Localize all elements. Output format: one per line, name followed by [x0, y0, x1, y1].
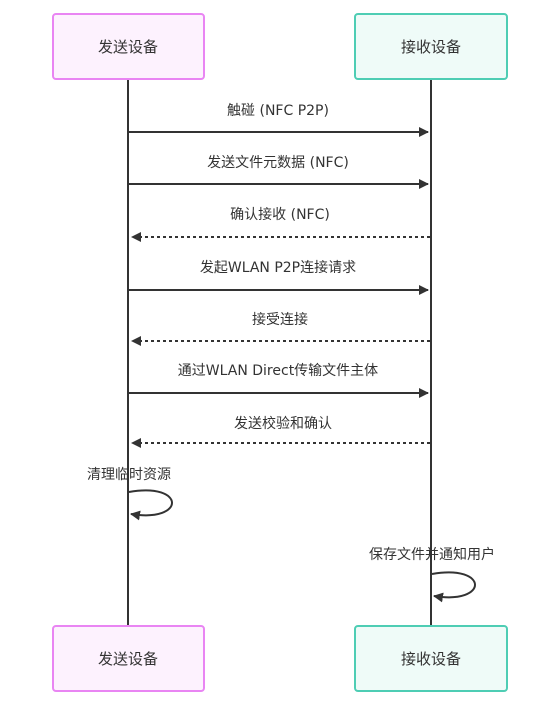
message-label: 确认接收 (NFC)	[230, 206, 330, 223]
self-loop-arrow	[128, 489, 173, 521]
message-label: 发送文件元数据 (NFC)	[207, 155, 349, 171]
message-wlan-request: 发起WLAN P2P连接请求	[129, 259, 429, 295]
receiver-actor-bottom-label: 接收设备	[401, 650, 461, 668]
receiver-actor-bottom: 接收设备	[354, 625, 508, 692]
message-accept-connection: 接受连接	[131, 311, 430, 346]
message-label: 通过WLAN Direct传输文件主体	[178, 363, 378, 379]
message-cleanup-self: 清理临时资源	[87, 467, 173, 521]
message-send-metadata: 发送文件元数据 (NFC)	[129, 155, 429, 189]
receiver-actor-top: 接收设备	[354, 13, 508, 80]
message-label: 清理临时资源	[87, 467, 171, 483]
message-label: 发送校验和确认	[234, 415, 332, 432]
message-label: 接受连接	[252, 311, 308, 328]
message-transfer-body: 通过WLAN Direct传输文件主体	[129, 363, 429, 398]
receiver-actor-top-label: 接收设备	[401, 38, 461, 56]
message-label: 发起WLAN P2P连接请求	[200, 259, 356, 276]
message-touch: 触碰 (NFC P2P)	[129, 103, 429, 137]
message-confirm-receive: 确认接收 (NFC)	[131, 206, 430, 242]
message-label: 触碰 (NFC P2P)	[227, 103, 329, 119]
sender-actor-bottom: 发送设备	[52, 625, 205, 692]
sender-actor-bottom-label: 发送设备	[98, 650, 158, 668]
message-checksum-confirm: 发送校验和确认	[131, 415, 430, 448]
self-loop-arrow	[431, 571, 476, 603]
sender-actor-top-label: 发送设备	[98, 38, 158, 56]
message-label: 保存文件并通知用户	[369, 546, 495, 563]
message-save-notify-self: 保存文件并通知用户	[369, 546, 495, 603]
sender-actor-top: 发送设备	[52, 13, 205, 80]
